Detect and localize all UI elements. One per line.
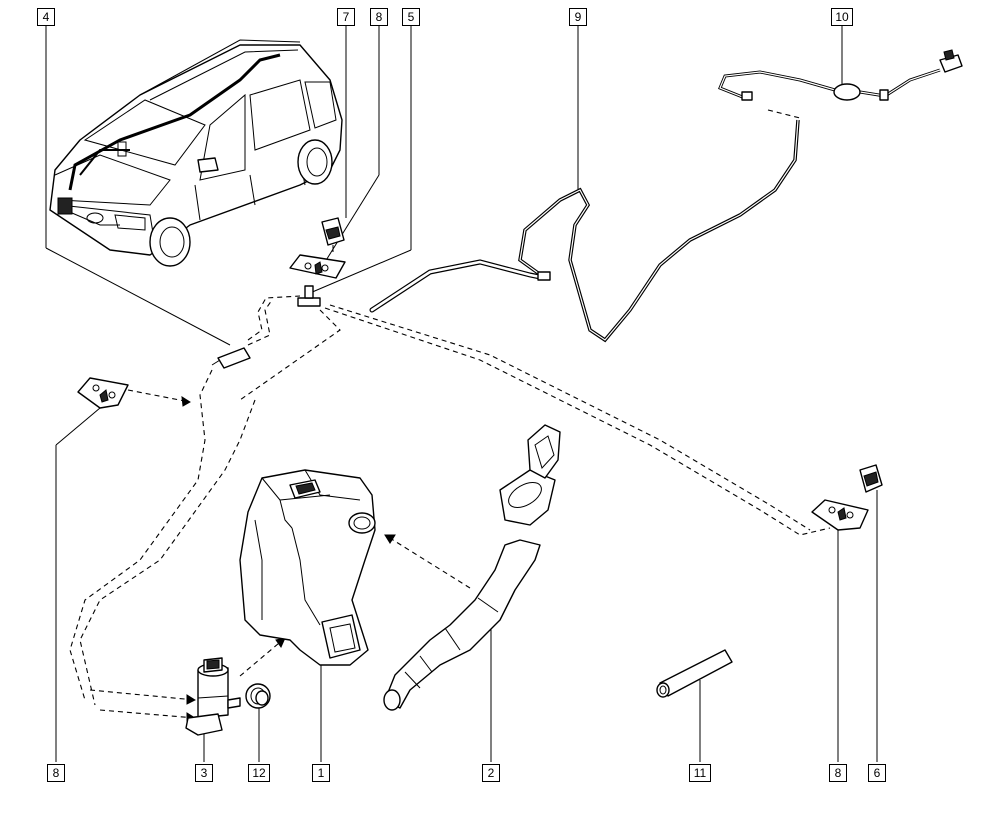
part-1-washer-reservoir: [239, 469, 376, 666]
callout-12: 12: [248, 764, 270, 782]
callout-8: 8: [829, 764, 847, 782]
part-11-hose-sleeve: [656, 649, 733, 698]
callout-9: 9: [569, 8, 587, 26]
part-12-grommet: [245, 683, 271, 709]
part-5-t-connector: [297, 285, 321, 307]
callout-4: 4: [37, 8, 55, 26]
callout-3: 3: [195, 764, 213, 782]
vehicle-illustration: [49, 39, 343, 267]
part-8-bracket-right: [811, 499, 869, 531]
callout-11: 11: [689, 764, 711, 782]
callout-6: 6: [868, 764, 886, 782]
part-2-filler-neck: [383, 424, 561, 711]
callout-8: 8: [47, 764, 65, 782]
callout-7: 7: [337, 8, 355, 26]
leader-lines: [45, 26, 878, 762]
callout-10: 10: [831, 8, 853, 26]
callout-8: 8: [370, 8, 388, 26]
part-7-washer-jet: [321, 217, 345, 252]
callout-2: 2: [482, 764, 500, 782]
part-8-bracket-top: [289, 254, 346, 279]
part-10-rear-hose-connector: [718, 49, 963, 101]
hose-routing-dashed: [69, 109, 831, 723]
part-8-bracket-left: [77, 377, 129, 409]
part-3-washer-pump: [185, 657, 241, 736]
callout-1: 1: [312, 764, 330, 782]
part-6-washer-jet: [859, 464, 883, 493]
part-4-connector: [211, 347, 251, 369]
part-9-rear-washer-hose: [369, 119, 800, 343]
callout-5: 5: [402, 8, 420, 26]
